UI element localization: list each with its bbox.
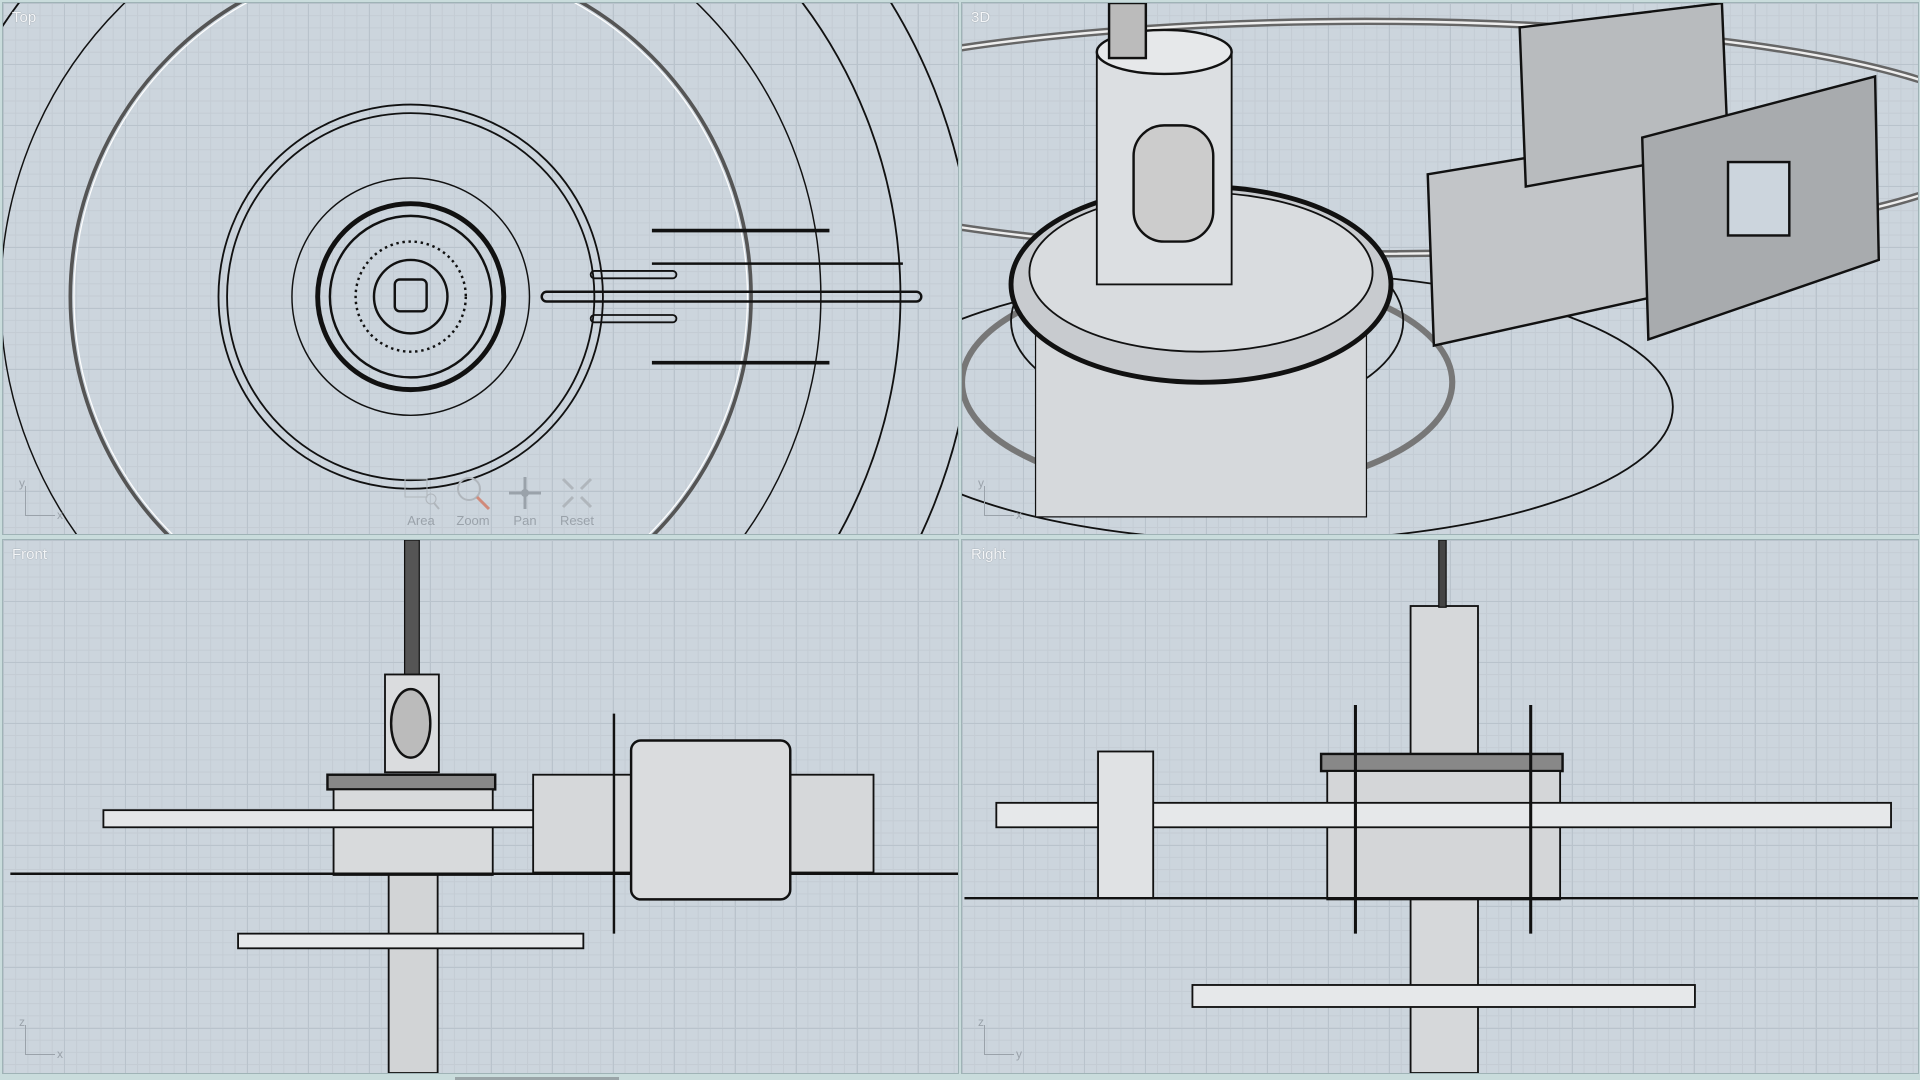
viewport-label[interactable]: Front bbox=[12, 546, 48, 563]
viewport-label[interactable]: Top bbox=[12, 9, 37, 26]
area-zoom-button[interactable]: Area bbox=[399, 473, 443, 528]
pan-arrows-icon bbox=[509, 477, 541, 509]
pan-button[interactable]: Pan bbox=[503, 473, 547, 528]
navigation-widget: Area Zoom Pan Reset bbox=[399, 473, 599, 528]
viewport-label[interactable]: 3D bbox=[971, 9, 991, 26]
perspective-view-drawing bbox=[962, 3, 1918, 534]
top-view-drawing bbox=[3, 3, 958, 534]
magnifier-icon bbox=[457, 477, 491, 511]
viewport-label[interactable]: Right bbox=[971, 546, 1007, 563]
pan-label: Pan bbox=[513, 513, 537, 528]
right-view-drawing bbox=[964, 540, 1918, 1073]
status-scrollbar[interactable] bbox=[455, 1077, 619, 1080]
zoom-button[interactable]: Zoom bbox=[451, 473, 495, 528]
area-label: Area bbox=[407, 513, 435, 528]
zoom-label: Zoom bbox=[456, 513, 490, 528]
area-icon bbox=[404, 478, 440, 510]
expand-icon bbox=[561, 477, 593, 509]
reset-label: Reset bbox=[560, 513, 594, 528]
front-view-drawing bbox=[10, 540, 958, 1073]
viewport-top[interactable]: Top Area Zoom Pan bbox=[2, 2, 959, 535]
reset-button[interactable]: Reset bbox=[555, 473, 599, 528]
